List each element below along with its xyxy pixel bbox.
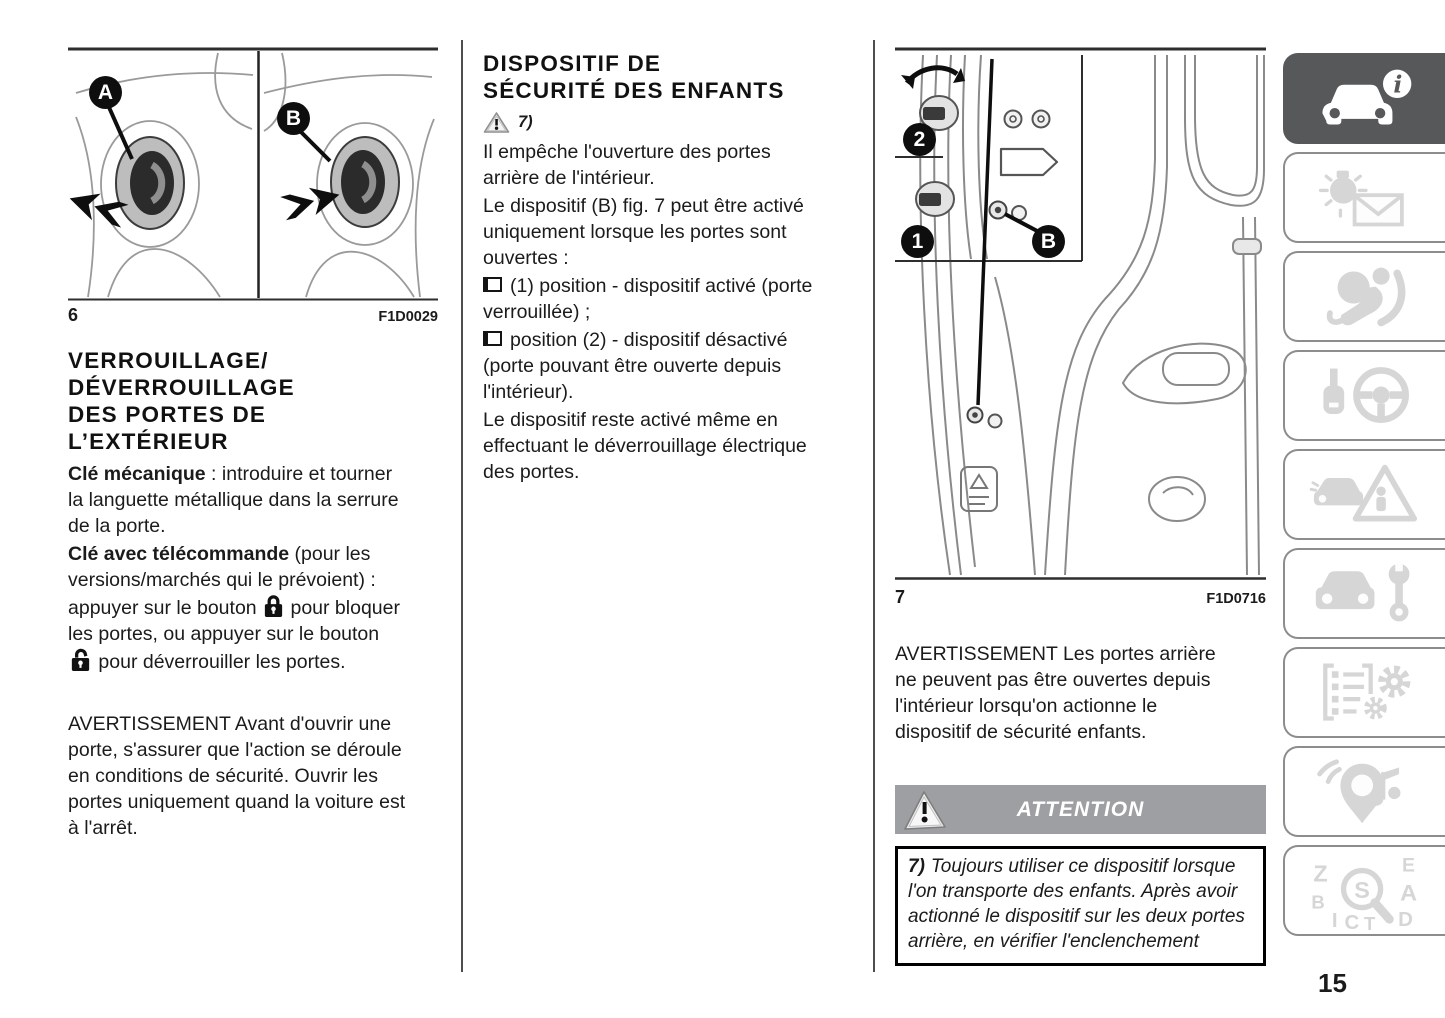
figure-6: A B 6 F1D0029 xyxy=(68,47,438,326)
tab-starting-and-driving[interactable] xyxy=(1283,350,1445,441)
figure-6-label-a: A xyxy=(89,76,122,109)
note-7-number: 7) xyxy=(908,856,925,877)
svg-text:Z: Z xyxy=(1313,860,1327,886)
index-search-icon: Z E B A I C T D S xyxy=(1311,854,1417,930)
paragraph-device-stays-active: Le dispositif reste activé même en effec… xyxy=(483,409,807,483)
section-title-child-safety: DISPOSITIF DE SÉCURITÉ DES ENFANTS xyxy=(483,51,785,103)
bullet-position-1: (1) position - dispositif activé (porte … xyxy=(483,275,813,323)
car-info-icon: i xyxy=(1322,69,1412,125)
svg-text:I: I xyxy=(1332,909,1338,930)
svg-text:i: i xyxy=(1393,70,1402,98)
warning-paragraph-rear-doors: AVERTISSEMENT Les portes arrière ne peuv… xyxy=(895,643,1216,743)
chapter-tab-bar: i xyxy=(1283,53,1445,944)
attention-label: ATTENTION xyxy=(1016,797,1145,821)
tab-vehicle-info[interactable]: i xyxy=(1283,53,1445,144)
note-reference-number: 7) xyxy=(518,113,533,131)
bullet-position-2: position (2) - dispositif désactivé (por… xyxy=(483,329,788,403)
svg-text:S: S xyxy=(1354,876,1370,902)
figure-6-code: F1D0029 xyxy=(378,309,438,325)
tab-dashboard-and-messages[interactable] xyxy=(1283,152,1445,243)
square-bullet-icon xyxy=(483,277,502,292)
tab-in-emergency[interactable] xyxy=(1283,449,1445,540)
svg-text:D: D xyxy=(1398,908,1413,930)
remote-key-term: Clé avec télécommande xyxy=(68,543,290,565)
car-wrench-icon xyxy=(1315,560,1410,621)
tab-safety[interactable] xyxy=(1283,251,1445,342)
paragraph-child-lock-purpose: Il empêche l'ouverture des portes arrièr… xyxy=(483,141,771,189)
figure-7-number: 7 xyxy=(895,587,906,607)
warning-light-message-icon xyxy=(1318,170,1404,226)
paragraph-remote-key: Clé avec télécommande (pour les versions… xyxy=(68,543,400,673)
figure-6-number: 6 xyxy=(68,305,79,325)
column-divider-left xyxy=(461,40,463,972)
tab-alphabetical-index[interactable]: Z E B A I C T D S xyxy=(1283,845,1445,936)
middle-column: DISPOSITIF DE SÉCURITÉ DES ENFANTS 7) Il… xyxy=(483,40,863,485)
mechanical-key-term: Clé mécanique xyxy=(68,463,206,485)
tab-multimedia[interactable] xyxy=(1283,746,1445,837)
tab-servicing-and-care[interactable] xyxy=(1283,548,1445,639)
svg-text:A: A xyxy=(1400,879,1417,905)
lock-open-icon xyxy=(71,648,90,672)
lock-closed-icon xyxy=(264,595,283,617)
note-7-box: 7)Toujours utiliser ce dispositif lorsqu… xyxy=(895,846,1266,966)
paragraph-device-activation: Le dispositif (B) fig. 7 peut être activ… xyxy=(483,195,804,269)
spec-sheet-gears-icon xyxy=(1323,662,1411,721)
figure-7-label-b: B xyxy=(1032,225,1065,258)
warning-paragraph-open-door: AVERTISSEMENT Avant d'ouvrir une porte, … xyxy=(68,713,406,839)
figure-7-illustration xyxy=(895,47,1266,580)
airbag-icon xyxy=(1326,267,1406,326)
figure-7: 2 1 B 7 F1D0716 xyxy=(895,47,1266,608)
square-bullet-icon xyxy=(483,331,502,346)
figure-6-label-b: B xyxy=(277,102,310,135)
warning-triangle-icon xyxy=(904,790,946,830)
tab-technical-data[interactable] xyxy=(1283,647,1445,738)
column-divider-right xyxy=(873,40,875,972)
figure-6-illustration xyxy=(68,47,438,301)
page-number: 15 xyxy=(1318,968,1347,998)
svg-text:E: E xyxy=(1402,854,1415,876)
svg-text:C: C xyxy=(1345,911,1360,930)
paragraph-mechanical-key: Clé mécanique : introduire et tourner la… xyxy=(68,463,399,537)
figure-7-label-1: 1 xyxy=(901,225,934,258)
right-column: 2 1 B 7 F1D0716 AVERTISSEMENT Les portes… xyxy=(895,40,1266,966)
attention-banner: ATTENTION xyxy=(895,785,1266,834)
figure-7-label-2: 2 xyxy=(903,123,936,156)
multimedia-icon xyxy=(1317,758,1401,823)
note-reference-row: 7) xyxy=(483,111,863,134)
car-warning-triangle-icon xyxy=(1309,464,1418,521)
key-steering-wheel-icon xyxy=(1323,366,1409,423)
svg-text:T: T xyxy=(1364,913,1376,930)
svg-text:B: B xyxy=(1311,891,1324,912)
warning-triangle-icon xyxy=(483,112,510,133)
figure-7-code: F1D0716 xyxy=(1206,591,1266,607)
section-title-door-locking: VERROUILLAGE/ DÉVERROUILLAGE DES PORTES … xyxy=(68,348,295,454)
left-column: A B 6 F1D0029 VERROUILLAGE/ DÉVERROUILLA… xyxy=(68,40,438,841)
